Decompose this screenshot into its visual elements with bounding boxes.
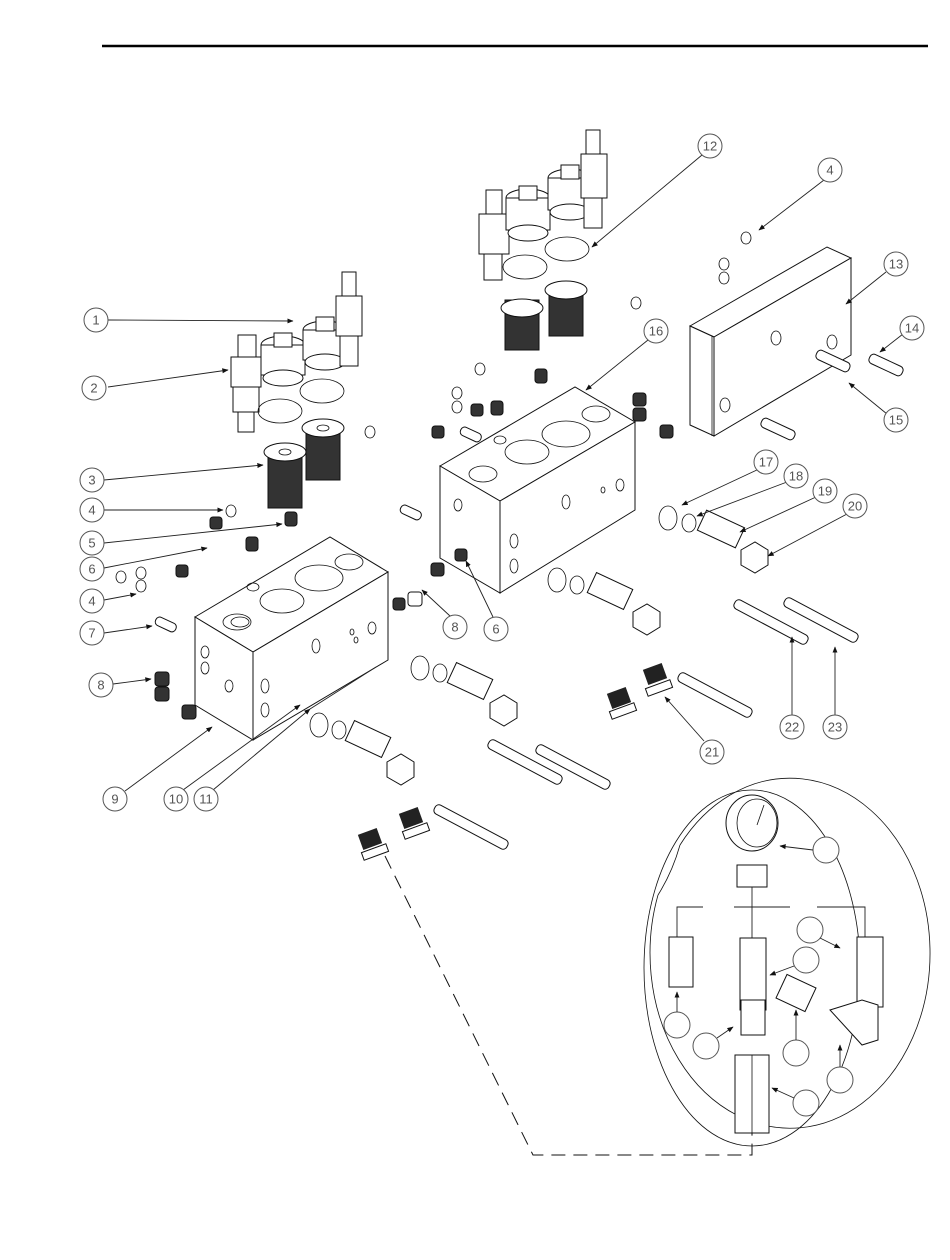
svg-text:14: 14	[905, 321, 919, 336]
callout-1: 1	[84, 308, 108, 332]
svg-text:4: 4	[826, 163, 833, 178]
svg-text:12: 12	[703, 139, 717, 154]
svg-text:16: 16	[649, 324, 663, 339]
svg-text:1: 1	[92, 313, 99, 328]
svg-text:21: 21	[705, 745, 719, 760]
svg-text:3: 3	[88, 473, 95, 488]
detail-dashed-leader	[385, 856, 752, 1155]
callout-17: 17	[754, 450, 778, 474]
callout-5: 5	[80, 531, 104, 555]
svg-text:15: 15	[889, 413, 903, 428]
valve-cartridges-left	[231, 272, 362, 432]
callout-9: 9	[103, 787, 127, 811]
svg-text:17: 17	[759, 455, 773, 470]
callout-4c: 4	[818, 158, 842, 182]
svg-text:11: 11	[199, 792, 213, 807]
manifold-block-left	[195, 537, 388, 740]
svg-text:10: 10	[169, 792, 183, 807]
gauge-kit-detail-inset	[644, 778, 930, 1146]
svg-text:7: 7	[88, 626, 95, 641]
callout-19: 19	[813, 479, 837, 503]
bolts	[432, 349, 904, 851]
svg-text:9: 9	[111, 792, 118, 807]
callout-2: 2	[82, 376, 106, 400]
callout-8b: 8	[443, 615, 467, 639]
callout-4b: 4	[80, 589, 104, 613]
callout-4a: 4	[80, 498, 104, 522]
svg-text:4: 4	[88, 503, 95, 518]
callout-10: 10	[164, 787, 188, 811]
svg-text:23: 23	[828, 720, 842, 735]
valve-cartridges-right	[479, 130, 607, 280]
callout-20: 20	[843, 494, 867, 518]
svg-text:18: 18	[789, 469, 803, 484]
callout-16: 16	[644, 319, 668, 343]
svg-text:8: 8	[97, 678, 104, 693]
svg-text:19: 19	[818, 484, 832, 499]
callout-8a: 8	[89, 673, 113, 697]
svg-text:6: 6	[492, 622, 499, 637]
manifold-block-right	[440, 387, 635, 593]
callout-18: 18	[784, 464, 808, 488]
callout-3: 3	[80, 468, 104, 492]
svg-text:13: 13	[889, 257, 903, 272]
cover-plate	[690, 247, 851, 436]
callout-12: 12	[698, 134, 722, 158]
callout-6a: 6	[80, 557, 104, 581]
callout-21: 21	[700, 740, 724, 764]
callout-7: 7	[80, 621, 104, 645]
callout-11: 11	[194, 787, 218, 811]
svg-text:22: 22	[785, 720, 799, 735]
callout-6b: 6	[484, 617, 508, 641]
o-rings	[116, 232, 751, 592]
svg-text:6: 6	[88, 562, 95, 577]
svg-text:8: 8	[451, 620, 458, 635]
callout-14: 14	[900, 316, 924, 340]
callout-15: 15	[884, 408, 908, 432]
svg-text:4: 4	[88, 594, 95, 609]
callout-22: 22	[780, 715, 804, 739]
svg-text:5: 5	[88, 536, 95, 551]
callout-23: 23	[823, 715, 847, 739]
svg-text:2: 2	[90, 381, 97, 396]
callout-13: 13	[884, 252, 908, 276]
svg-text:20: 20	[848, 499, 862, 514]
